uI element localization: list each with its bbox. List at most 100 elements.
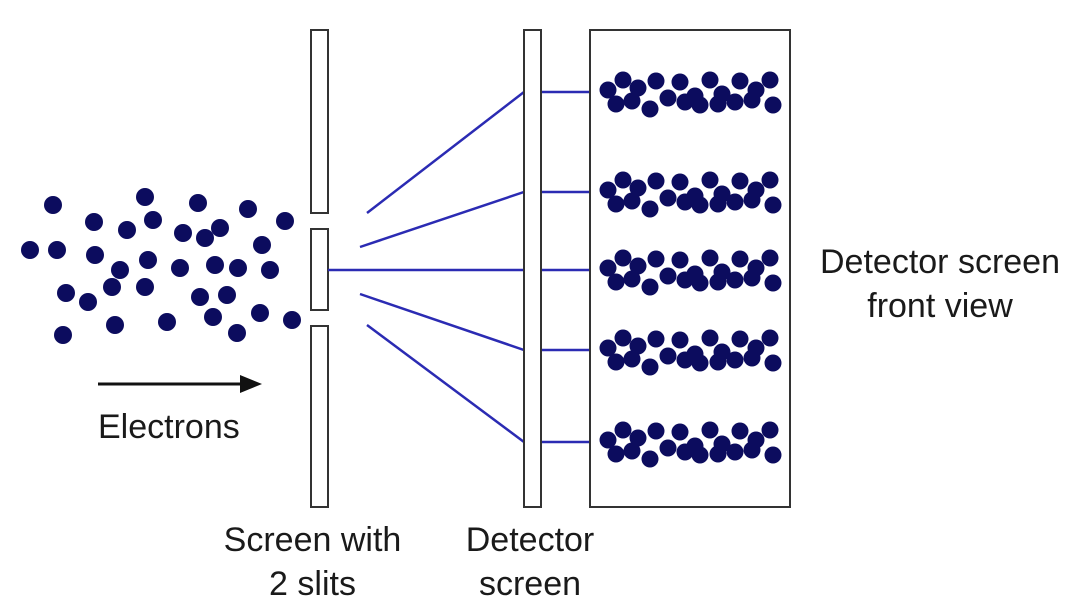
front-view-label-line2: front view [867,287,1013,325]
detector-hit-dot [691,354,709,372]
detector-hit-dot [607,273,625,291]
electron-dot [111,261,129,279]
detector-hit-dot [676,351,694,369]
detector-hit-dot [614,329,632,347]
detector-hit-dot [676,443,694,461]
detector-hit-dot [691,446,709,464]
detector-hit-dot [726,443,744,461]
direction-arrow [98,375,262,393]
detector-hit-dot [726,193,744,211]
detector-hit-dot [629,337,647,355]
electron-dot [54,326,72,344]
slit-screen-label-line1: Screen with [223,521,402,559]
electron-dot [144,211,162,229]
detector-hit-dot [599,431,617,449]
detector-hit-dot [743,269,761,287]
detector-hit-dot [709,195,727,213]
detector-hit-dot [676,271,694,289]
detector-hit-dot [761,171,779,189]
slit-screen [310,29,329,508]
electron-dot [57,284,75,302]
detector-hit-dot [647,330,665,348]
electron-dot [79,293,97,311]
detector-hit-dot [701,249,719,267]
slit-screen-middle-bar [310,228,329,311]
detector-hit-dot [671,331,689,349]
detector-hit-dot [671,73,689,91]
detector-hit-dot [641,358,659,376]
detector-hit-dot [659,89,677,107]
detector-hit-dot [691,196,709,214]
detector-hit-dot [629,429,647,447]
detector-hit-dot [599,259,617,277]
electron-dot [261,261,279,279]
electron-dot [228,324,246,342]
detector-hit-dot [761,421,779,439]
detector-screen-label: Detector screen [450,518,610,605]
detector-hit-dot [623,92,641,110]
detector-hit-dot [647,72,665,90]
electron-dot [21,241,39,259]
detector-hit-dot [641,450,659,468]
electron-dot [136,188,154,206]
detector-hit-dot [761,329,779,347]
electron-dot [136,278,154,296]
front-view-label-line1: Detector screen [820,243,1060,281]
electron-dot [276,212,294,230]
electron-dot [206,256,224,274]
detector-hit-dot [659,347,677,365]
electron-dot [204,308,222,326]
detector-hit-dot [701,421,719,439]
detector-hit-dot [629,179,647,197]
slit-screen-top-bar [310,29,329,214]
detector-hit-dot [701,329,719,347]
detector-hit-dot [701,71,719,89]
detector-hit-dot [659,189,677,207]
detector-hit-dot [623,350,641,368]
detector-hit-dot [709,445,727,463]
electron-dot [44,196,62,214]
detector-hit-dot [743,441,761,459]
detector-hit-dot [641,100,659,118]
detector-screen-label-line1: Detector [465,521,595,559]
electron-dot [196,229,214,247]
electron-dot [118,221,136,239]
electron-dot [239,200,257,218]
slit-screen-bottom-bar [310,325,329,508]
detector-hit-dot [743,191,761,209]
detector-hit-dot [641,278,659,296]
electron-dot [191,288,209,306]
electrons-label-text: Electrons [98,408,240,446]
detector-hit-dot [691,96,709,114]
detector-hit-dot [764,196,782,214]
electron-dot [253,236,271,254]
detector-hit-dot [764,354,782,372]
electron-dot [48,241,66,259]
detector-hit-dot [629,79,647,97]
detector-hit-dot [659,439,677,457]
electron-dot [106,316,124,334]
electrons-label: Electrons [98,405,240,449]
detector-hit-dot [761,249,779,267]
detector-hit-dot [731,72,749,90]
detector-hit-dot [647,172,665,190]
detector-hit-dot [726,93,744,111]
electron-dot [86,246,104,264]
detector-hit-dot [731,330,749,348]
detector-hit-dot [614,171,632,189]
electron-dot [189,194,207,212]
detector-hit-dot [743,349,761,367]
electron-dot [283,311,301,329]
detector-hit-dot [641,200,659,218]
electron-dot [103,278,121,296]
electron-dot [174,224,192,242]
detector-hit-dot [743,91,761,109]
detector-hit-dot [599,81,617,99]
detector-hit-dot [709,95,727,113]
detector-hit-dot [607,195,625,213]
detector-hit-dot [614,421,632,439]
detector-hit-dot [709,273,727,291]
detector-hit-dot [623,442,641,460]
